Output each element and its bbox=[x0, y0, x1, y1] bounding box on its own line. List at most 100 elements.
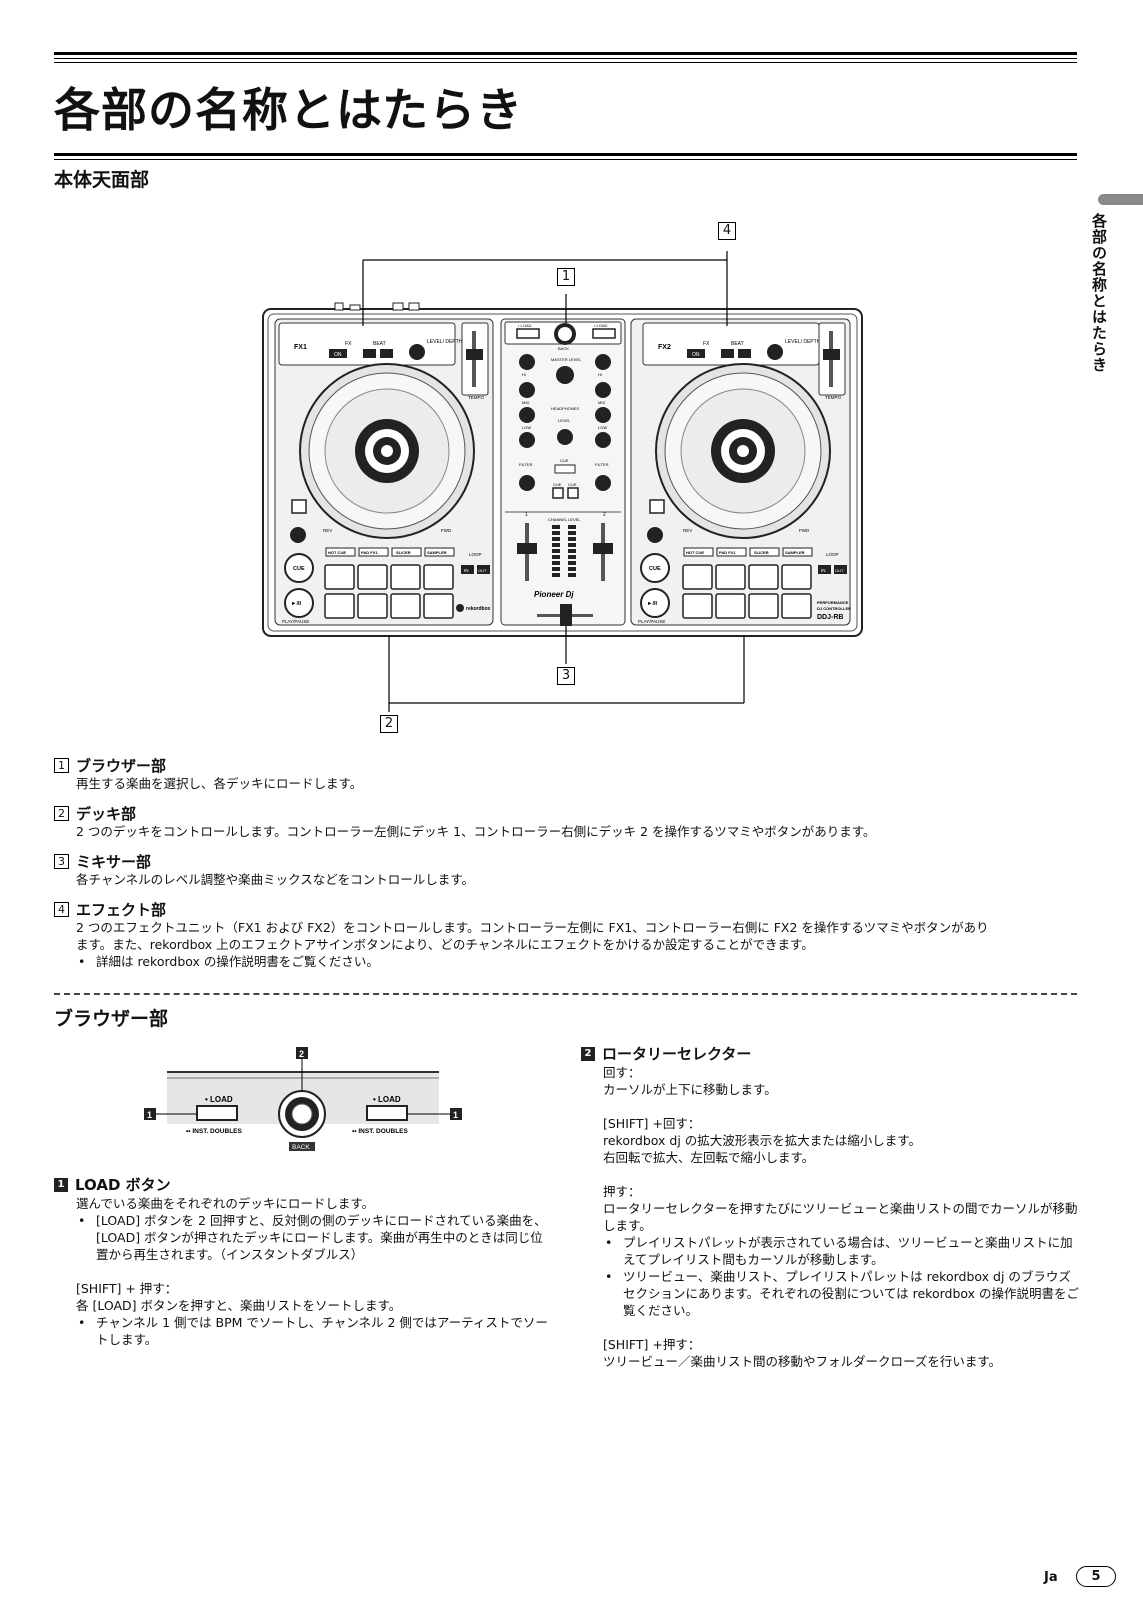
svg-text:LEVEL: LEVEL bbox=[558, 418, 571, 423]
svg-text:• LOAD: • LOAD bbox=[518, 323, 532, 328]
svg-text:FILTER: FILTER bbox=[519, 462, 533, 467]
side-label: 各部の名称とはたらき bbox=[1090, 213, 1108, 373]
svg-text:IN: IN bbox=[821, 568, 826, 573]
svg-text:1: 1 bbox=[525, 512, 528, 518]
svg-text:CUE: CUE bbox=[560, 458, 569, 463]
section-title-top-panel: 本体天面部 bbox=[54, 169, 150, 191]
svg-text:2: 2 bbox=[603, 512, 606, 518]
svg-text:CHANNEL LEVEL: CHANNEL LEVEL bbox=[548, 517, 581, 522]
svg-text:2: 2 bbox=[299, 1049, 304, 1059]
section-rule-thin bbox=[54, 159, 1077, 160]
side-tab-marker bbox=[1098, 194, 1143, 205]
fx2-level-knob bbox=[767, 344, 783, 360]
callout-1: 1 bbox=[557, 268, 575, 286]
section-rule bbox=[54, 153, 1077, 156]
svg-text:HOT CUE: HOT CUE bbox=[328, 550, 346, 555]
page-number: 5 bbox=[1076, 1566, 1116, 1587]
load-button-left bbox=[196, 1105, 238, 1121]
load-button-right bbox=[366, 1105, 408, 1121]
svg-text:HOT CUE: HOT CUE bbox=[686, 550, 704, 555]
page-title: 各部の名称とはたらき bbox=[54, 83, 524, 137]
section-divider bbox=[54, 993, 1077, 995]
svg-text:FWD: FWD bbox=[799, 528, 810, 533]
svg-text:• LOAD: • LOAD bbox=[594, 323, 608, 328]
svg-text:REV: REV bbox=[683, 528, 692, 533]
language-label: Ja bbox=[1044, 1570, 1058, 1585]
channel-fader-left bbox=[517, 543, 537, 554]
svg-text:SAMPLER: SAMPLER bbox=[427, 550, 447, 555]
performance-pads-right bbox=[682, 564, 812, 619]
svg-text:rekordbox: rekordbox bbox=[466, 606, 491, 612]
svg-text:SLICER: SLICER bbox=[754, 550, 769, 555]
svg-text:IN: IN bbox=[464, 568, 469, 573]
fx1-beat-label: BEAT bbox=[373, 341, 386, 347]
callout-2: 2 bbox=[380, 715, 398, 733]
channel-fader-right bbox=[593, 543, 613, 554]
svg-text:PAD FX1: PAD FX1 bbox=[719, 550, 736, 555]
svg-text:CUE: CUE bbox=[649, 566, 661, 572]
svg-text:1: 1 bbox=[453, 1110, 458, 1120]
level-meters bbox=[552, 525, 576, 577]
svg-text:MID: MID bbox=[598, 400, 605, 405]
jog-wheel-right bbox=[655, 363, 831, 539]
load-button-right bbox=[592, 328, 616, 339]
svg-text:CUE: CUE bbox=[568, 482, 577, 487]
crossfader bbox=[560, 604, 572, 626]
svg-text:PAD FX1: PAD FX1 bbox=[361, 550, 378, 555]
play-pause-button-left bbox=[284, 588, 314, 618]
svg-text:LEVEL/ DEPTH: LEVEL/ DEPTH bbox=[785, 339, 821, 345]
pioneer-logo: Pioneer Dj bbox=[534, 590, 574, 599]
svg-text:BACK: BACK bbox=[558, 346, 569, 351]
tempo-slider-right bbox=[823, 349, 840, 360]
svg-text:HEADPHONES: HEADPHONES bbox=[551, 406, 579, 411]
svg-text:CUE: CUE bbox=[293, 566, 305, 572]
title-rule-top bbox=[54, 52, 1077, 55]
svg-text:MASTER LEVEL: MASTER LEVEL bbox=[551, 357, 582, 362]
fx2-label: FX2 bbox=[658, 344, 671, 351]
svg-text:OUT: OUT bbox=[835, 568, 844, 573]
svg-text:BACK: BACK bbox=[292, 1144, 310, 1151]
controller-diagram: FX1 FX ON BEAT LEVEL/ DEPTH FX2 FX ON BE… bbox=[262, 251, 863, 712]
title-rule-thin bbox=[54, 62, 1077, 63]
headphones-level-knob bbox=[557, 429, 573, 445]
svg-text:►/II: ►/II bbox=[647, 601, 657, 607]
svg-text:►/II: ►/II bbox=[291, 601, 301, 607]
fx1-on-label: ON bbox=[334, 352, 342, 358]
cue-button-left bbox=[284, 553, 314, 583]
svg-text:HI: HI bbox=[598, 372, 602, 377]
svg-text:OUT: OUT bbox=[478, 568, 487, 573]
fx-label: FX bbox=[345, 341, 352, 347]
callout-3: 3 bbox=[557, 667, 575, 685]
svg-text:• LOAD: • LOAD bbox=[373, 1095, 401, 1104]
browser-section-diagram: • LOAD •• INST. DOUBLES • LOAD •• INST. … bbox=[144, 1047, 462, 1151]
svg-text:LOOP: LOOP bbox=[826, 552, 839, 557]
svg-text:LOOP: LOOP bbox=[469, 552, 482, 557]
svg-text:REV: REV bbox=[323, 528, 332, 533]
callout-4: 4 bbox=[718, 222, 736, 240]
svg-text:1: 1 bbox=[147, 1110, 152, 1120]
fx1-level-depth: LEVEL/ DEPTH bbox=[427, 339, 463, 345]
svg-text:SAMPLER: SAMPLER bbox=[785, 550, 805, 555]
svg-text:ON: ON bbox=[692, 352, 700, 358]
svg-text:TEMPO: TEMPO bbox=[468, 395, 485, 400]
svg-text:FWD: FWD bbox=[441, 528, 452, 533]
mixer-knobs-left bbox=[519, 354, 535, 491]
title-rule-thin bbox=[54, 58, 1077, 59]
load-button-left bbox=[516, 328, 540, 339]
pad-modes-right: HOT CUE PAD FX1 SLICER SAMPLER bbox=[683, 547, 813, 557]
jog-wheel-left bbox=[299, 363, 475, 539]
svg-text:MID: MID bbox=[522, 400, 529, 405]
svg-text:DDJ-RB: DDJ-RB bbox=[817, 614, 843, 621]
svg-text:LOW: LOW bbox=[522, 425, 531, 430]
play-pause-button-right bbox=[640, 588, 670, 618]
pad-modes-left: HOT CUE PAD FX1 SLICER SAMPLER bbox=[325, 547, 455, 557]
svg-text:HI: HI bbox=[522, 372, 526, 377]
fx2-on-button bbox=[687, 349, 705, 358]
svg-text:•• INST. DOUBLES: •• INST. DOUBLES bbox=[186, 1128, 242, 1135]
svg-text:PLAY/PAUSE: PLAY/PAUSE bbox=[282, 619, 309, 624]
